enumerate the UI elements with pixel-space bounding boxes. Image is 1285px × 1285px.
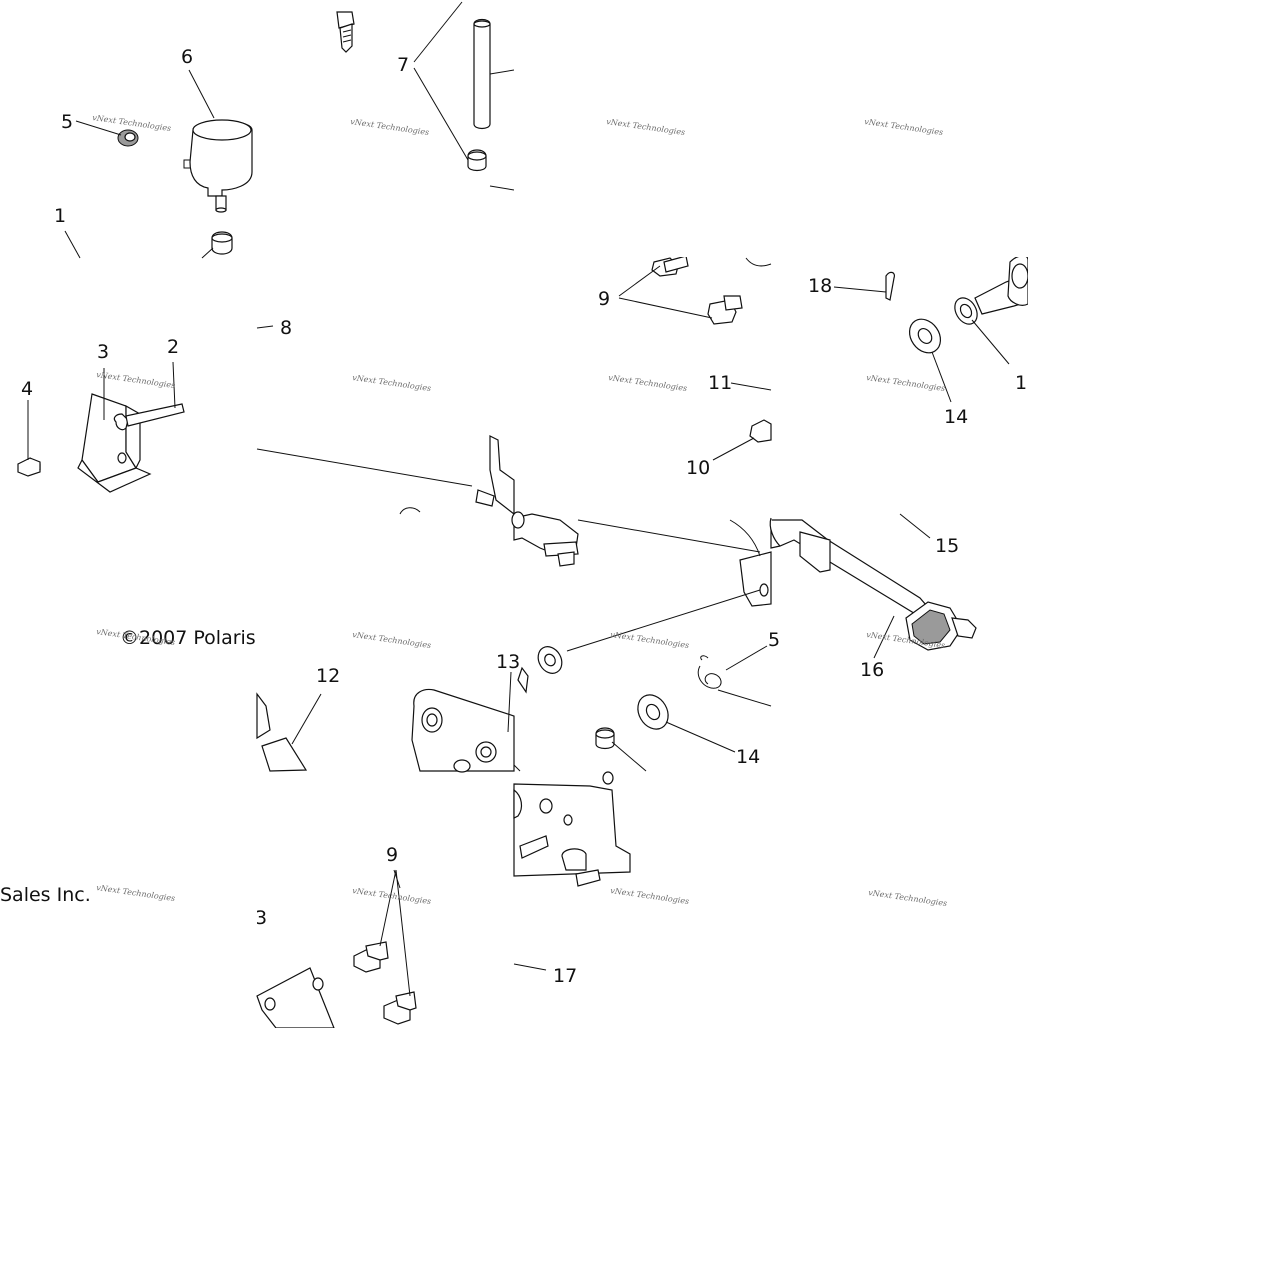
callout-8: 8	[280, 317, 292, 339]
watermark-5: vNext Technologies	[96, 370, 176, 390]
callout-7: 7	[397, 54, 409, 76]
watermark-11: vNext Technologies	[610, 630, 690, 650]
bushing	[595, 727, 615, 750]
callout-15b: 15	[935, 535, 959, 557]
tile-pedal-pivot	[833, 255, 1029, 403]
callout-5: 5	[61, 111, 73, 133]
tile-lower-bolts	[256, 869, 417, 1029]
watermark-7: vNext Technologies	[608, 373, 688, 393]
callout-10: 10	[686, 457, 710, 479]
hose-clamp	[117, 129, 139, 147]
callout-9b: 9	[386, 844, 398, 866]
bolt-4	[17, 457, 41, 477]
master-cylinder	[511, 511, 579, 567]
flange-bolt-upper	[651, 255, 689, 277]
callout-3b: 3	[255, 907, 267, 929]
pivot-shaft	[974, 255, 1029, 315]
lower-mounting-plate	[513, 771, 631, 887]
return-spring	[697, 655, 722, 689]
watermark-6: vNext Technologies	[352, 373, 432, 393]
watermark-15: vNext Technologies	[610, 886, 690, 906]
callout-14: 14	[944, 406, 968, 428]
tile-pivot-bracket	[256, 671, 515, 773]
callout-16: 16	[860, 659, 884, 681]
callout-13: 13	[496, 651, 520, 673]
callout-14b: 14	[736, 746, 760, 768]
bolt-10	[749, 419, 772, 443]
hex-bolt-lower-2	[383, 991, 417, 1025]
bolt-top	[336, 11, 355, 53]
watermark-8: vNext Technologies	[866, 373, 946, 393]
callout-12: 12	[316, 665, 340, 687]
copyright-line-2: Sales Inc.	[0, 884, 91, 906]
tile-brake-pedal	[769, 513, 977, 659]
washer	[537, 646, 563, 674]
washer-14b	[637, 694, 669, 730]
mounting-bracket	[77, 393, 152, 493]
pedal-foot-pad	[905, 601, 977, 651]
hose-clamp-lower	[211, 231, 233, 255]
bushing-15	[954, 297, 978, 325]
callout-17: 17	[553, 965, 577, 987]
callout-2: 2	[167, 336, 179, 358]
brake-fluid-reservoir	[183, 119, 253, 213]
tile-reservoir	[64, 11, 355, 259]
hose-clamp-7	[467, 149, 487, 172]
callout-6: 6	[181, 46, 193, 68]
clevis-pin	[113, 403, 185, 431]
tile-lower-bracket	[513, 771, 631, 971]
tile-bracket	[17, 325, 274, 493]
callout-9: 9	[598, 288, 610, 310]
hex-bolt-lower-1	[353, 941, 389, 973]
watermark-10: vNext Technologies	[352, 630, 432, 650]
copyright-line-1: ©2007 Polaris	[120, 627, 256, 649]
callout-labels: 6 5 1 7 8 2 3 4 9 11 10 18 14 15 15 16 5…	[21, 46, 1039, 987]
washer-14	[908, 318, 942, 354]
callout-4: 4	[21, 378, 33, 400]
tile-hose	[413, 1, 515, 191]
tile-bolts	[618, 255, 772, 461]
flange-bolt-lower	[707, 295, 743, 325]
tile-master-cylinder	[511, 511, 772, 772]
callout-18: 18	[808, 275, 832, 297]
callout-1: 1	[54, 205, 66, 227]
brake-pedal-arm	[769, 517, 933, 619]
callout-3: 3	[97, 341, 109, 363]
callout-11: 11	[708, 372, 732, 394]
tile-master-cyl-top	[256, 435, 515, 516]
callout-5b: 5	[768, 629, 780, 651]
pivot-bracket	[411, 688, 515, 773]
watermark-2: vNext Technologies	[350, 117, 430, 137]
